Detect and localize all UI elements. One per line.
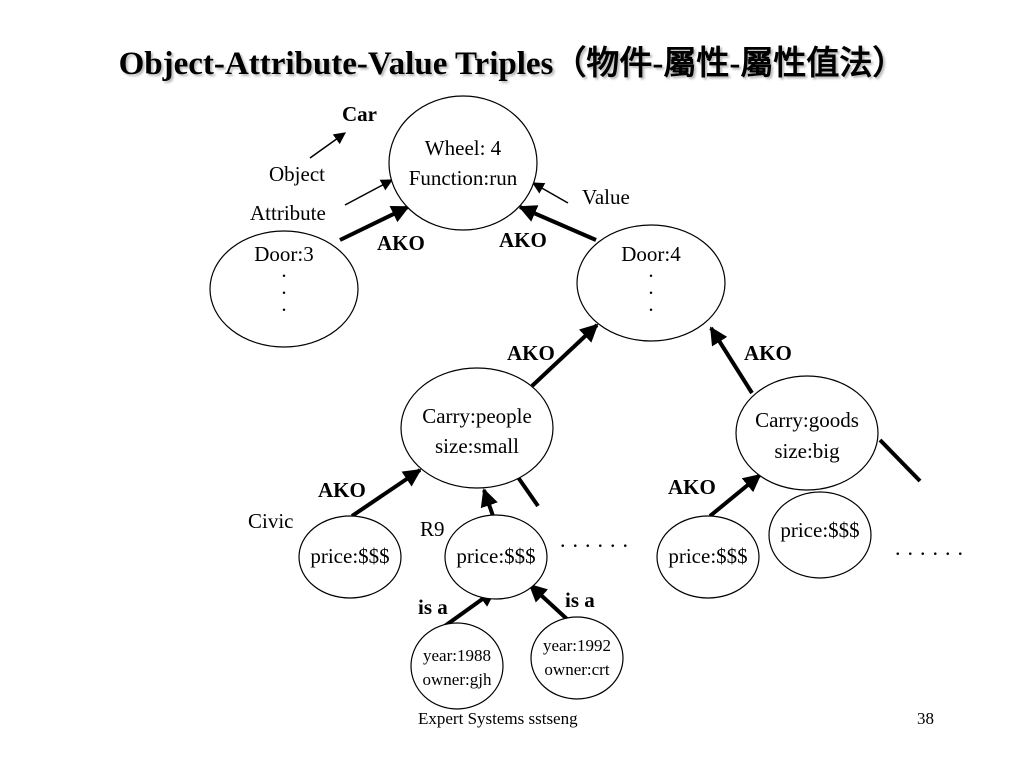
- node-r9-price: [444, 514, 548, 600]
- door3-dot-3: ·: [281, 298, 288, 322]
- r9-price-text: price:$$$: [456, 544, 535, 568]
- r9-1988-owner-text: owner:gjh: [423, 670, 492, 689]
- people-carry-text: Carry:people: [422, 404, 532, 428]
- page-number: 38: [917, 709, 934, 728]
- ako-arrow-people-to-door4: [530, 323, 599, 388]
- ako-arrow-goods-to-door4: [709, 326, 754, 395]
- node-door3: [209, 230, 359, 348]
- civic-price-text: price:$$$: [310, 544, 389, 568]
- r9-1992-year-text: year:1992: [543, 636, 611, 655]
- r9-label: R9: [420, 517, 445, 541]
- door4-dot-2: ·: [648, 281, 655, 305]
- ako-label-door3: AKO: [377, 231, 425, 255]
- ako-line-goods-extra: [878, 438, 922, 483]
- node-civic-price: [298, 515, 402, 599]
- node-r9-1988: [410, 622, 504, 710]
- goods-price-2-text: price:$$$: [780, 518, 859, 542]
- node-door4: [576, 224, 726, 342]
- door3-text: Door:3: [254, 242, 314, 266]
- door3-dot-2: ·: [281, 281, 288, 305]
- value-pointer-arrow: [531, 182, 569, 204]
- node-carry-people: [400, 367, 554, 489]
- door4-text: Door:4: [621, 242, 681, 266]
- node-goods-price-2: [768, 491, 872, 579]
- car-function-text: Function:run: [409, 166, 518, 190]
- ako-label-civic: AKO: [318, 478, 366, 502]
- slide-footer: Expert Systems sstseng: [418, 709, 578, 728]
- slide-title: Object-Attribute-Value Triples（物件-屬性-屬性值…: [118, 46, 906, 82]
- people-size-text: size:small: [435, 434, 519, 458]
- node-goods-price-1: [656, 515, 760, 599]
- ako-label-goods-price: AKO: [668, 475, 716, 499]
- goods-size-text: size:big: [774, 439, 840, 463]
- ako-arrow-civic-to-people: [350, 468, 422, 518]
- goods-carry-text: Carry:goods: [755, 408, 859, 432]
- ako-arrow-r9-to-people: [480, 488, 498, 517]
- car-label: Car: [342, 102, 377, 126]
- attribute-label: Attribute: [250, 201, 326, 225]
- is-a-label-1988: is a: [418, 595, 448, 619]
- r9-1992-owner-text: owner:crt: [544, 660, 609, 679]
- door4-dot-3: ·: [648, 298, 655, 322]
- ako-arrow-door4-to-car: [518, 205, 597, 242]
- civic-label: Civic: [248, 509, 294, 533]
- ako-label-people: AKO: [507, 341, 555, 365]
- door4-dot-1: ·: [648, 264, 655, 288]
- ellipsis-goods-siblings: ......: [895, 535, 970, 560]
- object-label: Object: [269, 162, 325, 186]
- ako-label-door4: AKO: [499, 228, 547, 252]
- door3-dot-1: ·: [281, 264, 288, 288]
- ako-arrow-door3-to-car: [339, 205, 410, 242]
- ako-label-goods: AKO: [744, 341, 792, 365]
- attribute-pointer-arrow: [344, 179, 394, 206]
- ellipsis-people-siblings: ......: [560, 527, 635, 552]
- is-a-label-1992: is a: [565, 588, 595, 612]
- ako-arrow-price-to-goods: [708, 473, 762, 518]
- node-r9-1992: [530, 616, 624, 700]
- goods-price-1-text: price:$$$: [668, 544, 747, 568]
- object-pointer-arrow: [309, 132, 346, 159]
- node-car: [388, 95, 538, 231]
- value-label: Value: [582, 185, 630, 209]
- car-wheel-text: Wheel: 4: [425, 136, 502, 160]
- is-a-arrow-1992: [528, 583, 570, 622]
- r9-1988-year-text: year:1988: [423, 646, 491, 665]
- node-carry-goods: [735, 375, 879, 491]
